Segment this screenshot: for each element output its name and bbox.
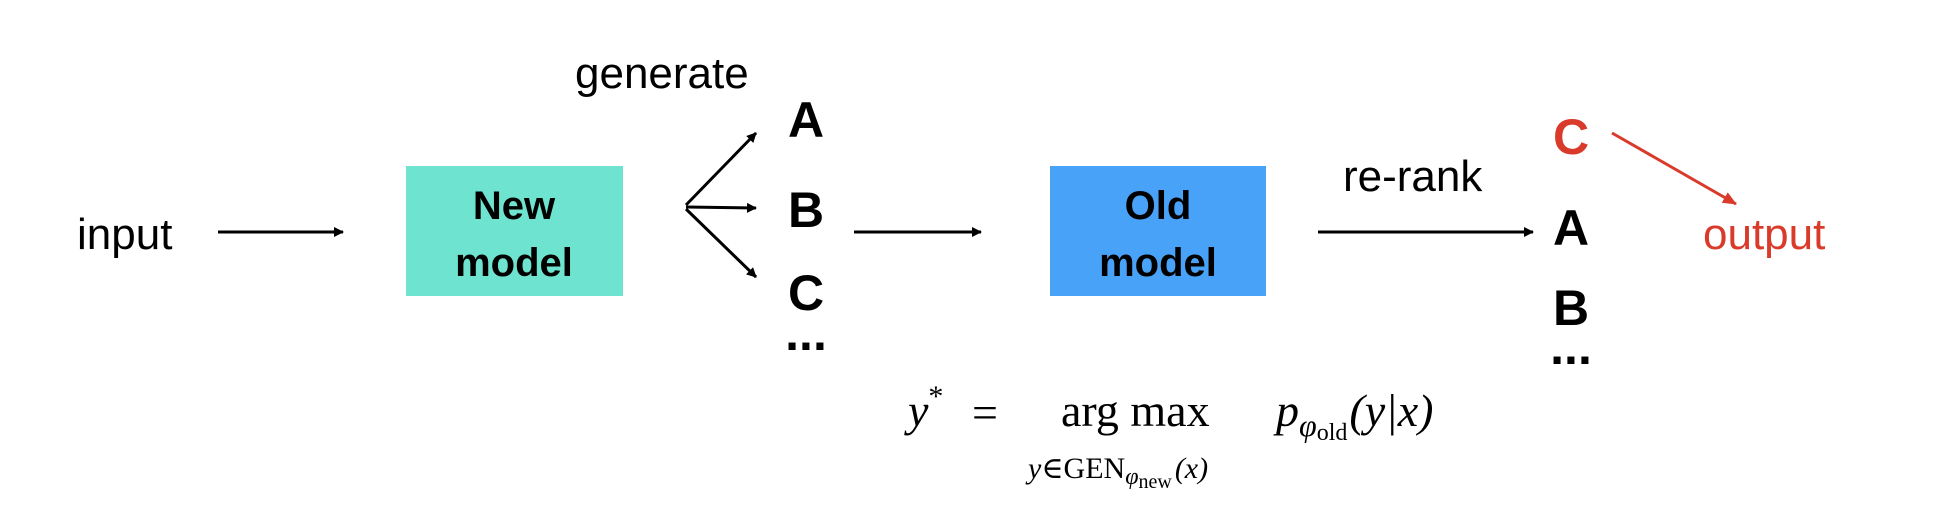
formula-lhs-sup: *: [928, 380, 943, 413]
reranked-candidate-c: C: [1552, 109, 1590, 165]
formula-p-phi-sub: old: [1317, 420, 1348, 446]
formula-under-y: y: [1025, 452, 1042, 485]
new-model-box: [406, 166, 623, 296]
formula-under-arg: (x): [1175, 452, 1208, 485]
formula-under-phi-sub: new: [1138, 471, 1172, 493]
formula-lhs: y: [904, 385, 929, 436]
svg-text:y*: y*: [904, 380, 943, 436]
new-model-label-line1: New: [473, 184, 556, 228]
svg-text:y∈GENφnew(x): y∈GENφnew(x): [1025, 452, 1208, 493]
formula-p-phi: φ: [1299, 407, 1317, 443]
formula-p: p: [1273, 385, 1299, 436]
argmax-formula: y* = arg max y∈GENφnew(x) pφold(y|x): [904, 380, 1434, 493]
rerank-label: re-rank: [1343, 152, 1483, 201]
formula-equals: =: [972, 387, 998, 438]
generate-arrow-c: [684, 207, 758, 279]
old-model-label-line1: Old: [1125, 184, 1192, 228]
generated-candidate-a: A: [787, 92, 825, 148]
formula-under-in: ∈: [1041, 452, 1063, 485]
old-model-box: [1050, 166, 1266, 296]
formula-under-gen: GEN: [1064, 452, 1126, 485]
generated-candidate-b: B: [787, 182, 825, 238]
reranked-candidate-a: A: [1552, 200, 1590, 256]
input-label: input: [77, 210, 172, 259]
output-label: output: [1703, 210, 1825, 259]
old-model-label-line2: model: [1099, 241, 1217, 285]
svg-text:pφold(y|x): pφold(y|x): [1273, 385, 1434, 446]
reranked-candidate-b: B: [1552, 280, 1590, 336]
generate-arrow-a: [684, 131, 758, 207]
new-model-label-line2: model: [455, 241, 573, 285]
generated-ellipsis: ...: [785, 305, 827, 361]
formula-operator: arg max: [1061, 385, 1210, 436]
generated-candidate-c: C: [787, 265, 825, 321]
reranked-ellipsis: ...: [1550, 319, 1592, 375]
generate-arrow-b: [685, 202, 757, 213]
formula-p-args: (y|x): [1349, 385, 1433, 436]
generate-label: generate: [575, 49, 749, 98]
formula-under-phi: φ: [1125, 464, 1138, 490]
output-arrow: [1611, 131, 1737, 206]
